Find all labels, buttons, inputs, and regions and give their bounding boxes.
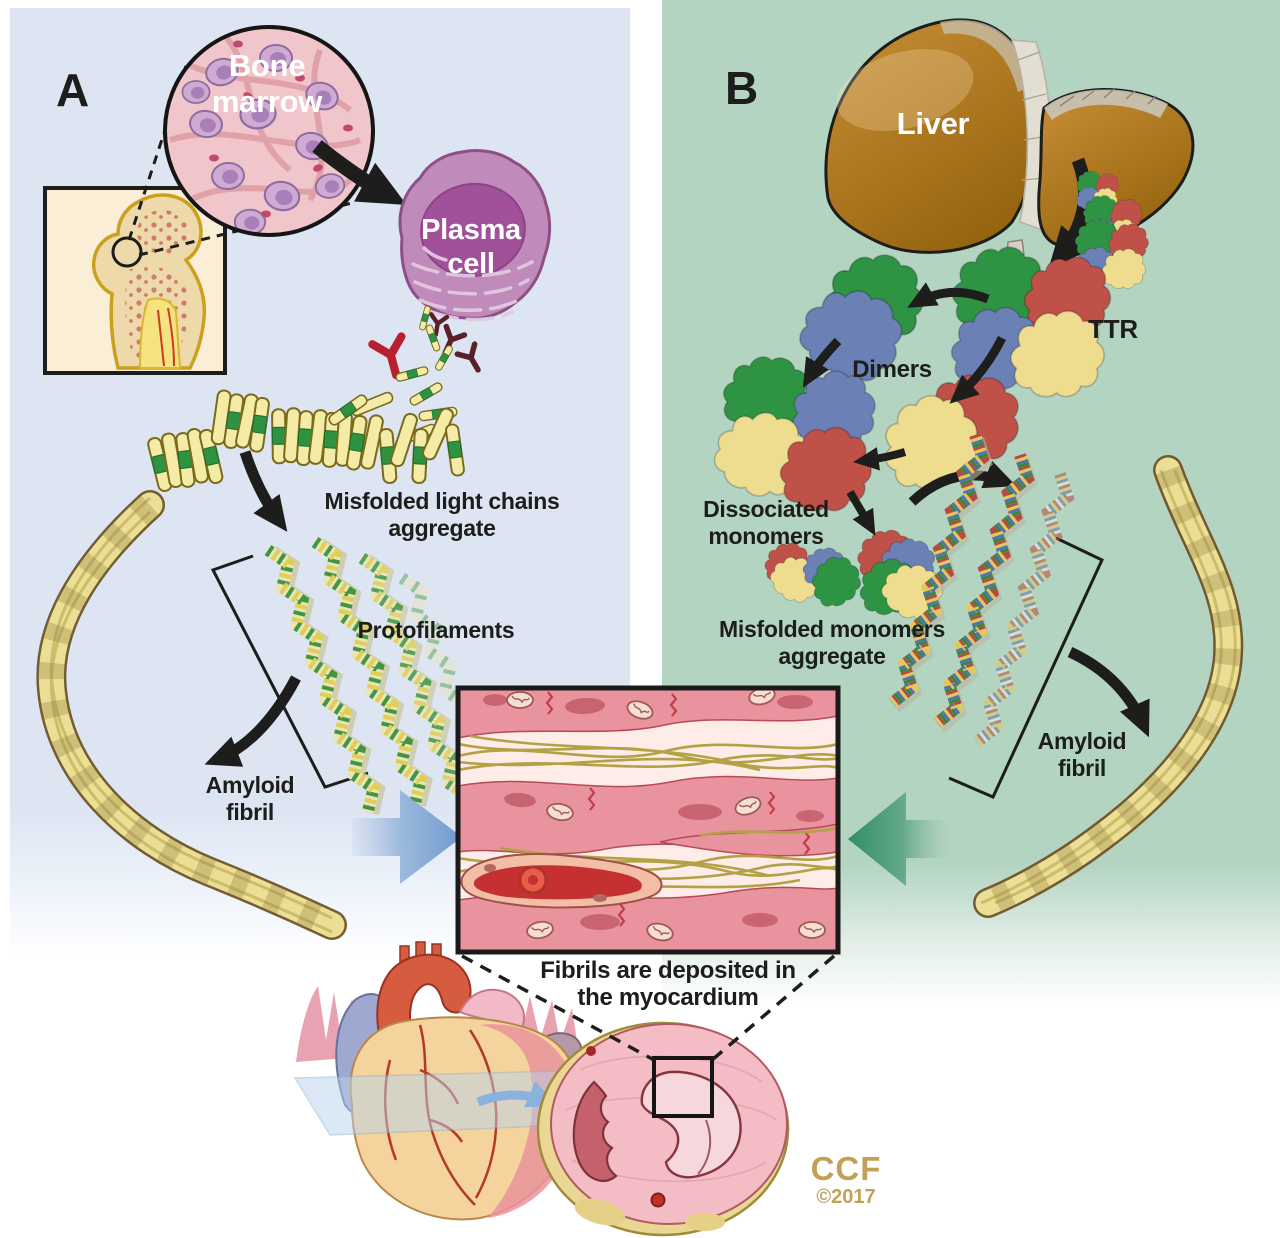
- misfolded-monomers-line1: Misfolded monomers: [719, 616, 945, 642]
- arrow-liver-to-ttr: [1048, 157, 1092, 269]
- protofilament-bracket-a: [210, 554, 369, 789]
- panel-b-arrows: [802, 282, 1017, 536]
- credit: CCF ©2017: [810, 1150, 882, 1208]
- arrow-protofilaments-to-fibril-a: [204, 675, 301, 767]
- misfolded-monomers-line2: aggregate: [778, 643, 886, 669]
- myocardium-inset: [455, 685, 841, 955]
- ttr-label: TTR: [1088, 314, 1138, 344]
- bone-marrow-label: Bone marrow: [211, 48, 323, 119]
- secreted-light-chains-and-antibodies: [372, 306, 486, 446]
- panel-a-label: A: [56, 64, 89, 116]
- amyloid-fibril-a: [36, 490, 347, 940]
- flow-arrow-green: [848, 792, 948, 886]
- amyloid-fibril-a-line2: fibril: [225, 799, 275, 825]
- cross-section-zoom-box: [652, 1056, 714, 1118]
- credit-year: ©2017: [816, 1185, 876, 1208]
- plasma-cell-illustration: [398, 148, 552, 322]
- protofilaments-label: Protofilaments: [357, 617, 515, 643]
- amyloid-fibril-b-line2: fibril: [1057, 755, 1107, 781]
- amyloid-fibril-b-line1: Amyloid: [1037, 728, 1127, 754]
- bone-inset-illustration: [43, 186, 227, 375]
- bone-marrow-circle: [163, 25, 375, 237]
- dissociated-monomers-line1: Dissociated: [703, 496, 829, 522]
- protofilament-bracket-b: [948, 536, 1104, 799]
- zoom-cone-dashes-myocardium: [461, 954, 836, 1062]
- misfolded-light-chains-line2: aggregate: [388, 515, 496, 541]
- dimers-label: Dimers: [852, 356, 932, 383]
- misfolded-light-chains-line1: Misfolded light chains: [324, 488, 560, 514]
- amyloid-fibril-b: [973, 455, 1244, 918]
- liver-illustration: [824, 18, 1195, 294]
- heart-cross-section: [536, 1021, 790, 1237]
- arrow-marrow-to-plasma-cell: [312, 140, 407, 206]
- liver-label: Liver: [896, 106, 970, 141]
- arrow-protofilaments-to-fibril-b: [1067, 647, 1150, 738]
- capillary-with-red-blood-cell: [460, 853, 663, 909]
- credit-org: CCF: [810, 1150, 882, 1187]
- flow-arrow-blue: [352, 790, 462, 884]
- deposition-caption-line1: Fibrils are deposited in: [540, 957, 796, 984]
- arrow-stacks-to-protofilaments: [239, 450, 288, 532]
- panel-b-label: B: [725, 62, 758, 114]
- protofilaments-a: [210, 532, 514, 844]
- plasma-cell-label: Plasma cell: [421, 214, 521, 280]
- protofilaments-b: [878, 435, 1104, 799]
- misfolded-light-chain-stacks: [146, 388, 464, 493]
- deposition-caption-line2: the myocardium: [577, 984, 759, 1011]
- amyloid-fibril-a-line1: Amyloid: [205, 772, 295, 798]
- dissociated-monomers-line2: monomers: [708, 523, 824, 549]
